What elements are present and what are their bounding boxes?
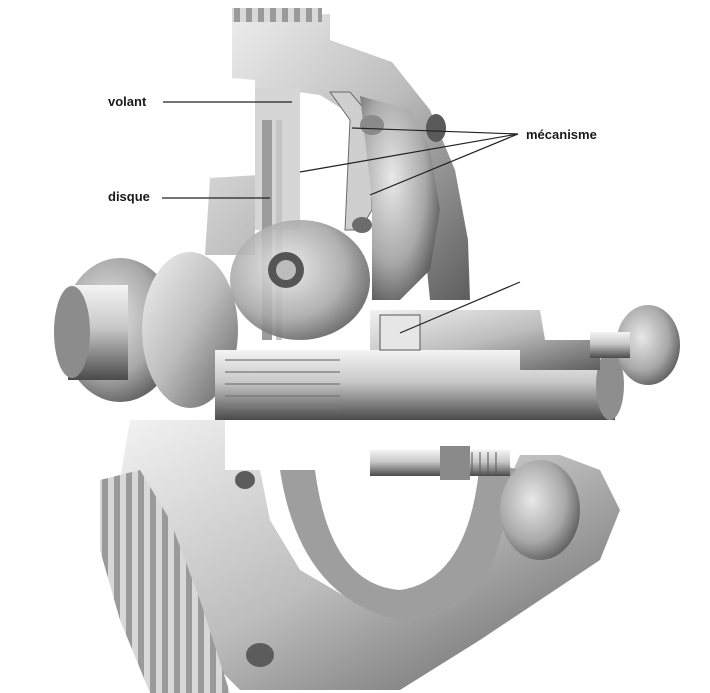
hub-assembly	[54, 252, 238, 408]
flywheel-lower	[100, 420, 620, 693]
leader-mecanisme-2	[299, 133, 519, 173]
leader-mecanisme-3	[369, 133, 519, 196]
leader-lines	[162, 101, 521, 334]
pressure-mechanism	[329, 91, 440, 300]
label-volant: volant	[108, 94, 147, 109]
adjusting-bolt	[370, 446, 510, 480]
leader-bearing	[399, 281, 521, 334]
release-bearing	[370, 305, 680, 385]
label-mecanisme: mécanisme	[526, 127, 597, 142]
label-disque: disque	[108, 189, 150, 204]
leader-mecanisme-1	[351, 127, 519, 135]
clutch-disc	[230, 120, 370, 340]
